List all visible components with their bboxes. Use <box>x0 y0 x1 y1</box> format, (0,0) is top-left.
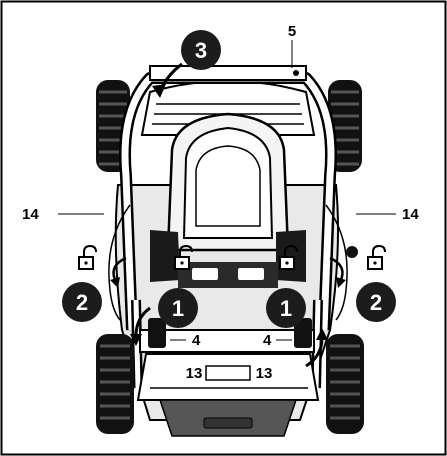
unlock-icon <box>174 244 193 270</box>
callout-13-right: 13 <box>256 365 273 382</box>
unlock-icon <box>78 244 97 270</box>
lower-body-slot <box>205 365 251 381</box>
clamp-knob-right[interactable] <box>294 318 312 348</box>
cable-left <box>108 204 131 321</box>
unlock-icon <box>367 244 386 270</box>
step-3-number: 3 <box>195 38 207 63</box>
step-2-marker-right: 2 <box>356 282 396 322</box>
callout-4-left: 4 <box>192 332 201 349</box>
callout-4-right: 4 <box>263 332 272 349</box>
handle-top-bar <box>149 65 307 81</box>
step-3-marker: 3 <box>181 30 221 70</box>
cable-right <box>325 204 348 321</box>
arrow-down-left <box>130 306 151 346</box>
step-1-marker-left: 1 <box>158 288 198 328</box>
step-1-marker-right: 1 <box>266 288 306 328</box>
unlock-icon <box>279 244 298 270</box>
step-2-left-number: 2 <box>76 290 88 315</box>
front-bar <box>139 329 315 353</box>
callout-14-left: 14 <box>22 206 39 223</box>
step-2-marker-left: 2 <box>62 282 102 322</box>
step-1-left-number: 1 <box>172 296 184 321</box>
step-1-right-number: 1 <box>280 296 292 321</box>
cable-clip-right <box>346 246 358 258</box>
step-2-right-number: 2 <box>370 290 382 315</box>
rotate-arrow-icon-left <box>110 256 127 288</box>
side-panel-left <box>150 230 180 282</box>
callout-14-right: 14 <box>402 206 419 223</box>
clamp-knob-left[interactable] <box>148 318 166 348</box>
arrow-up-right <box>305 328 328 368</box>
front-wheel-right <box>326 334 364 434</box>
front-wheel-left <box>96 334 134 434</box>
callout-13-left: 13 <box>186 365 203 382</box>
callout-5: 5 <box>288 23 296 40</box>
rotate-arrow-icon-right <box>329 256 346 288</box>
motor-cover-inner <box>182 126 274 239</box>
